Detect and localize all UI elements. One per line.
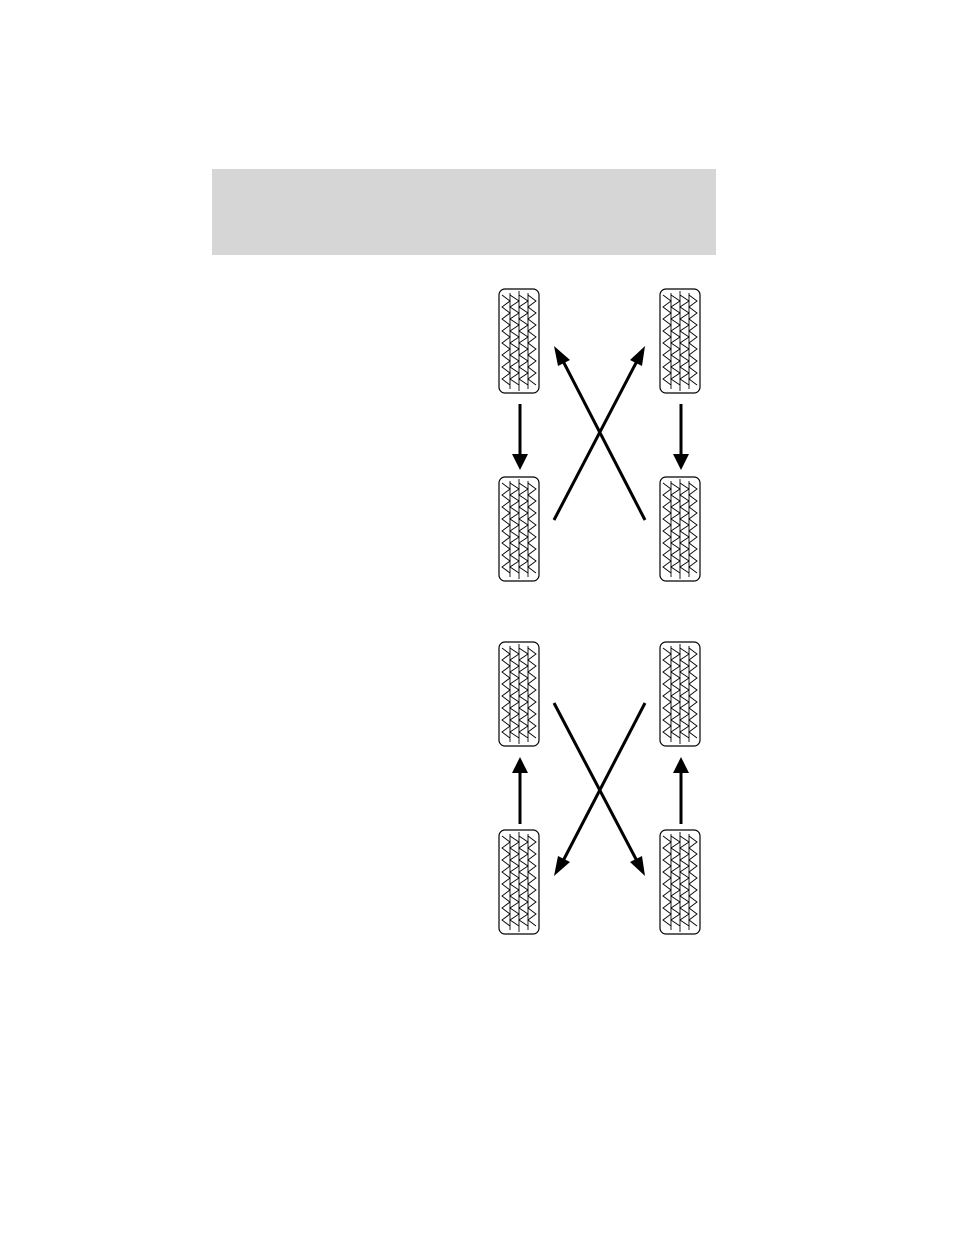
tire-bottom-right [660,477,700,581]
tire-bottom-left [499,830,539,934]
tire-top-right [660,642,700,746]
arrow-left-down [512,404,528,470]
arrow-left-up [512,757,528,824]
arrow-right-up [673,757,689,824]
arrow-right-down [673,404,689,470]
tire-bottom-left [499,477,539,581]
tire-top-left [499,289,539,393]
tire-top-left [499,642,539,746]
rotation-diagram-bottom [499,642,700,934]
rotation-diagram-top [499,289,700,581]
tire-top-right [660,289,700,393]
tire-bottom-right [660,830,700,934]
